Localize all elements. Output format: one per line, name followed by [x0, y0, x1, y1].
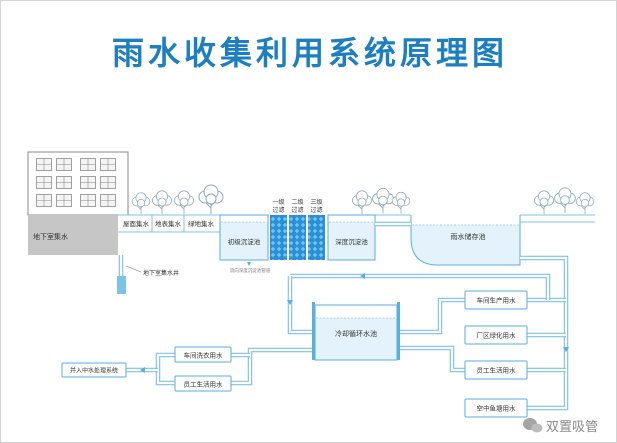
tree-icon	[372, 187, 394, 215]
use-box-staff-living	[464, 360, 528, 380]
reuse-box-laundry	[174, 346, 232, 363]
watermark: 双置吸管	[523, 418, 598, 435]
filter-stage-2	[289, 215, 306, 260]
deep-tank-label: 深度沉淀池	[335, 237, 368, 246]
use-box-workshop-production	[464, 290, 528, 310]
tree-icon	[131, 192, 151, 215]
filter-3-label-line1: 三级	[310, 198, 322, 206]
use-box-greening	[464, 325, 528, 345]
tree-icon	[151, 190, 173, 215]
tree-icon	[533, 190, 555, 215]
primary-tank-label: 初级沉淀池	[228, 237, 261, 246]
well-leader-line	[125, 265, 142, 273]
building	[27, 151, 129, 216]
window	[100, 194, 116, 207]
window	[36, 158, 52, 171]
filter-stage-3	[308, 215, 325, 260]
window	[100, 176, 116, 189]
window	[80, 194, 96, 207]
use-fish-pond-label: 空中鱼塘用水	[477, 404, 517, 413]
tree-icon	[173, 190, 195, 215]
tree-icon	[575, 192, 595, 215]
cooling-pool-post-right	[397, 302, 400, 360]
greenland-collection-label: 绿地集水	[188, 219, 215, 228]
collection-dividers	[151, 215, 185, 232]
tree-icon	[198, 184, 224, 215]
cooling-pool-post-left	[312, 302, 315, 360]
reuse-staff-living-label: 员工生活用水	[184, 380, 224, 389]
tree-icon	[391, 191, 411, 214]
ground-band-bottom	[118, 221, 595, 233]
use-workshop-production-label: 车间生产用水	[477, 296, 517, 305]
deep-tank-water	[328, 222, 375, 260]
roof-collection-label: 屋面集水	[123, 219, 150, 228]
pipe-cooling-in-outline	[290, 276, 312, 332]
reuse-box-staff-living	[174, 375, 232, 392]
filter-2-label-line2: 过滤	[291, 206, 303, 214]
basement-well-label: 地下室集水井	[143, 269, 179, 277]
pipe-left-core	[156, 353, 177, 385]
basement-collection-label: 地下室集水	[33, 232, 68, 241]
flow-arrow-icon	[360, 273, 365, 279]
filter-stage-1	[270, 215, 287, 260]
primary-sedimentation-tank	[219, 214, 269, 261]
window	[100, 158, 116, 171]
reuse-laundry-label: 车间洗衣用水	[184, 351, 224, 360]
pipe-return-2-core	[398, 346, 467, 372]
flow-arrow-icon	[140, 367, 145, 373]
wechat-icon-bubble	[531, 423, 543, 433]
rainwater-storage-pool	[410, 215, 521, 266]
pipe-note: 流向深度沉淀池管道	[230, 267, 271, 274]
filter-2-label-line1: 二级	[291, 198, 303, 206]
storage-pool-label: 雨水储存池	[451, 232, 486, 241]
reuse-box-reclaimed-system	[61, 362, 127, 378]
basement-well	[117, 276, 126, 294]
flow-arrow-icon	[563, 347, 569, 352]
pipe-return-2-outline	[400, 348, 465, 370]
use-staff-living-label: 员工生活用水	[477, 366, 517, 375]
cooling-pool-water	[315, 318, 397, 360]
flow-marker-icon	[247, 260, 251, 266]
use-box-fish-pond	[464, 398, 528, 418]
watermark-text: 双置吸管	[546, 420, 598, 435]
cooling-pool-label: 冷却循环水池	[335, 329, 377, 338]
tree-icon	[554, 187, 576, 214]
reuse-reclaimed-label: 并入中水处理系统	[70, 367, 118, 375]
storage-pool-water	[411, 225, 520, 265]
window	[56, 194, 72, 207]
flow-arrow-icon	[287, 300, 293, 305]
pipe-left-outline	[158, 355, 175, 383]
use-greening-label: 厂区绿化用水	[477, 331, 517, 340]
window	[56, 158, 72, 171]
deep-sedimentation-tank	[327, 214, 376, 261]
surface-collection-label: 地表集水	[155, 219, 182, 228]
window	[80, 158, 96, 171]
window	[80, 176, 96, 189]
diagram-title: 雨水收集利用系统原理图	[112, 34, 508, 72]
primary-tank-water	[220, 222, 268, 260]
pipe-cooling-out-outline	[400, 300, 465, 332]
window	[56, 176, 72, 189]
filter-1-label-line1: 一级	[272, 198, 284, 206]
filter-1-label-line2: 过滤	[272, 206, 284, 214]
filter-3-label-line2: 过滤	[310, 206, 322, 214]
pipe-cooling-out-core	[398, 298, 467, 334]
pipe-cooling-in-core	[288, 274, 314, 334]
window	[36, 194, 52, 207]
basement-area	[28, 215, 118, 255]
tree-icon	[351, 190, 373, 215]
window	[36, 176, 52, 189]
